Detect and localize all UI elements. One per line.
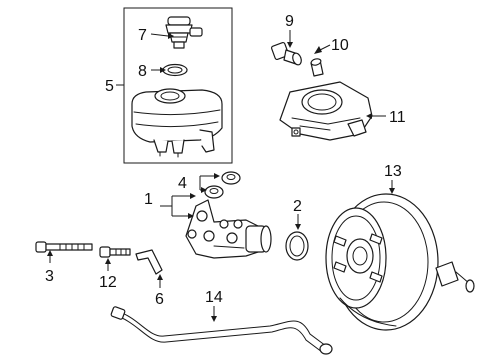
callout-3: 3 bbox=[45, 268, 54, 285]
master-cylinder bbox=[185, 199, 272, 259]
callout-14: 14 bbox=[205, 289, 223, 306]
cap-seal-ring bbox=[162, 63, 188, 77]
callout-11: 11 bbox=[389, 109, 406, 126]
booster-seal bbox=[285, 231, 309, 261]
leader-lines bbox=[47, 30, 395, 322]
callout-4: 4 bbox=[178, 175, 187, 192]
vacuum-tube bbox=[110, 306, 333, 355]
reservoir-grommets bbox=[204, 171, 241, 199]
callout-7: 7 bbox=[138, 27, 147, 44]
sensor-connector bbox=[270, 41, 302, 66]
bent-hose bbox=[135, 249, 163, 275]
callout-9: 9 bbox=[285, 13, 294, 30]
long-bolt bbox=[35, 241, 93, 253]
pump-cover bbox=[279, 81, 373, 141]
fluid-reservoir bbox=[131, 88, 223, 158]
callout-12: 12 bbox=[99, 274, 117, 291]
brake-booster bbox=[325, 193, 475, 331]
callout-2: 2 bbox=[293, 198, 302, 215]
callout-10: 10 bbox=[331, 37, 349, 54]
callout-13: 13 bbox=[384, 163, 402, 180]
reservoir-cap-sensor bbox=[165, 16, 203, 49]
short-bolt bbox=[99, 246, 131, 258]
small-fitting bbox=[310, 58, 324, 77]
callout-6: 6 bbox=[155, 291, 164, 308]
callout-5: 5 bbox=[105, 78, 114, 95]
callout-1: 1 bbox=[144, 191, 153, 208]
callout-8: 8 bbox=[138, 63, 147, 80]
